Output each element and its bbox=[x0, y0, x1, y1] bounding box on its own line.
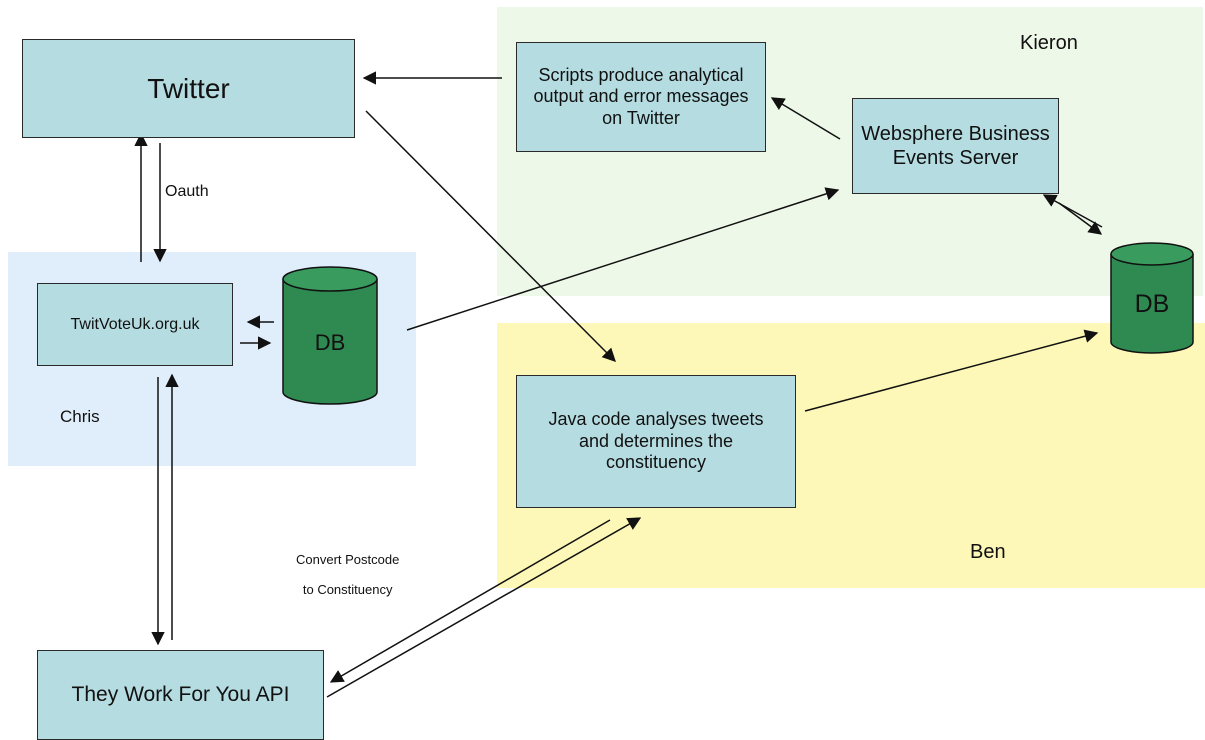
websphere-box: Websphere Business Events Server bbox=[852, 98, 1059, 194]
arrow-db-to-websphere bbox=[406, 187, 840, 331]
arrow-twitter-to-java bbox=[365, 110, 616, 362]
arrow-websphere-to-db bbox=[1058, 202, 1103, 235]
oauth-label: Oauth bbox=[165, 183, 209, 200]
convert-label-line1: Convert Postcode bbox=[296, 552, 400, 567]
twitvote-box: TwitVoteUk.org.uk bbox=[37, 283, 233, 366]
arrow-api-to-java bbox=[326, 517, 642, 698]
region-label-chris: Chris bbox=[60, 407, 100, 426]
db-label-chris: DB bbox=[315, 330, 346, 355]
arrow-java-to-db bbox=[804, 329, 1099, 412]
region-label-kieron: Kieron bbox=[1020, 32, 1078, 54]
arrow-db-to-websphere-2 bbox=[1042, 194, 1103, 228]
database-kieron: DB bbox=[1110, 242, 1194, 354]
convert-postcode-label: Convert Postcode to Constituency bbox=[296, 545, 399, 605]
arrow-websphere-to-scripts bbox=[770, 97, 841, 140]
twitter-box: Twitter bbox=[22, 39, 355, 138]
arrow-java-to-api bbox=[329, 519, 611, 683]
region-label-ben: Ben bbox=[970, 541, 1006, 563]
database-chris: DB bbox=[282, 266, 378, 405]
java-code-box: Java code analyses tweets and determines… bbox=[516, 375, 796, 508]
convert-label-line2: to Constituency bbox=[302, 582, 393, 597]
db-label-kieron: DB bbox=[1135, 290, 1170, 318]
scripts-box: Scripts produce analytical output and er… bbox=[516, 42, 766, 152]
theyworkforyou-api-box: They Work For You API bbox=[37, 650, 324, 740]
